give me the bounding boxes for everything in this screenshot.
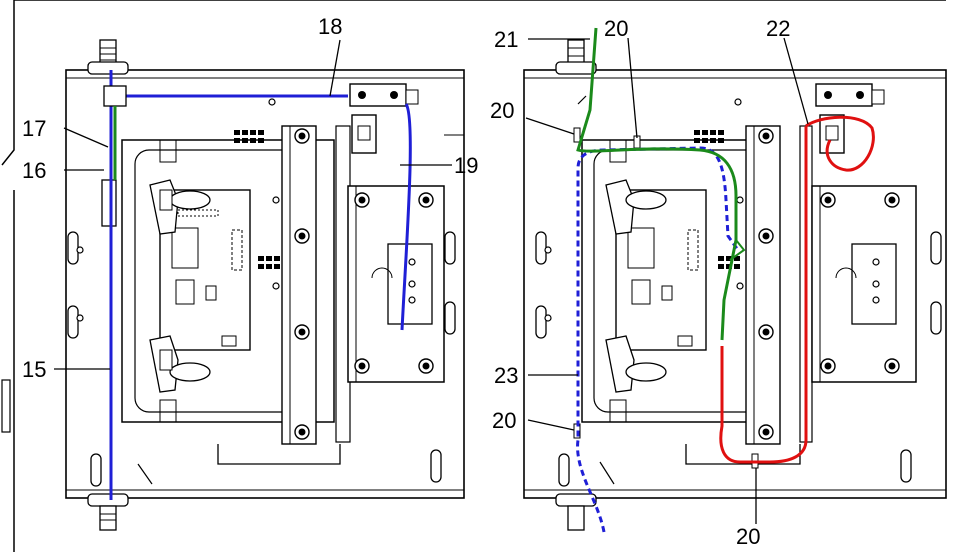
callout-22: 22 bbox=[766, 16, 790, 41]
pneumatic-valve-icon bbox=[815, 83, 885, 107]
ground-wire bbox=[576, 27, 738, 341]
callout-18: 18 bbox=[318, 14, 342, 39]
callout-17: 17 bbox=[22, 116, 46, 141]
left-panel bbox=[65, 39, 465, 531]
callout-20-bottom: 20 bbox=[736, 524, 760, 549]
callout-19: 19 bbox=[454, 153, 478, 178]
frame-edge bbox=[1, 0, 15, 552]
solenoid-coil-icon bbox=[819, 114, 845, 154]
hinge-clamp-icon bbox=[605, 179, 667, 235]
pneumatic-valve-icon bbox=[349, 83, 419, 107]
solenoid-coil-icon bbox=[351, 114, 377, 154]
hinge-clamp-icon bbox=[149, 179, 211, 235]
hinge-clamp-icon bbox=[149, 335, 211, 393]
top-pin bbox=[555, 39, 597, 75]
air-tube bbox=[109, 70, 412, 500]
callout-21: 21 bbox=[494, 27, 518, 52]
hinge-clamp-icon bbox=[605, 335, 667, 393]
side-bracket bbox=[1, 379, 11, 433]
callout-16: 16 bbox=[22, 158, 46, 183]
bottom-pin bbox=[87, 493, 129, 531]
callout-20-left: 20 bbox=[490, 98, 514, 123]
callout-20-lower: 20 bbox=[492, 408, 516, 433]
right-panel bbox=[523, 27, 947, 533]
power-cable bbox=[719, 126, 808, 464]
top-pin bbox=[87, 39, 129, 75]
callout-23: 23 bbox=[494, 363, 518, 388]
air-tube bbox=[576, 146, 740, 533]
bottom-pin bbox=[555, 493, 597, 531]
callout-leaders bbox=[54, 37, 809, 524]
callout-15: 15 bbox=[22, 357, 46, 382]
callout-20-top: 20 bbox=[604, 16, 628, 41]
